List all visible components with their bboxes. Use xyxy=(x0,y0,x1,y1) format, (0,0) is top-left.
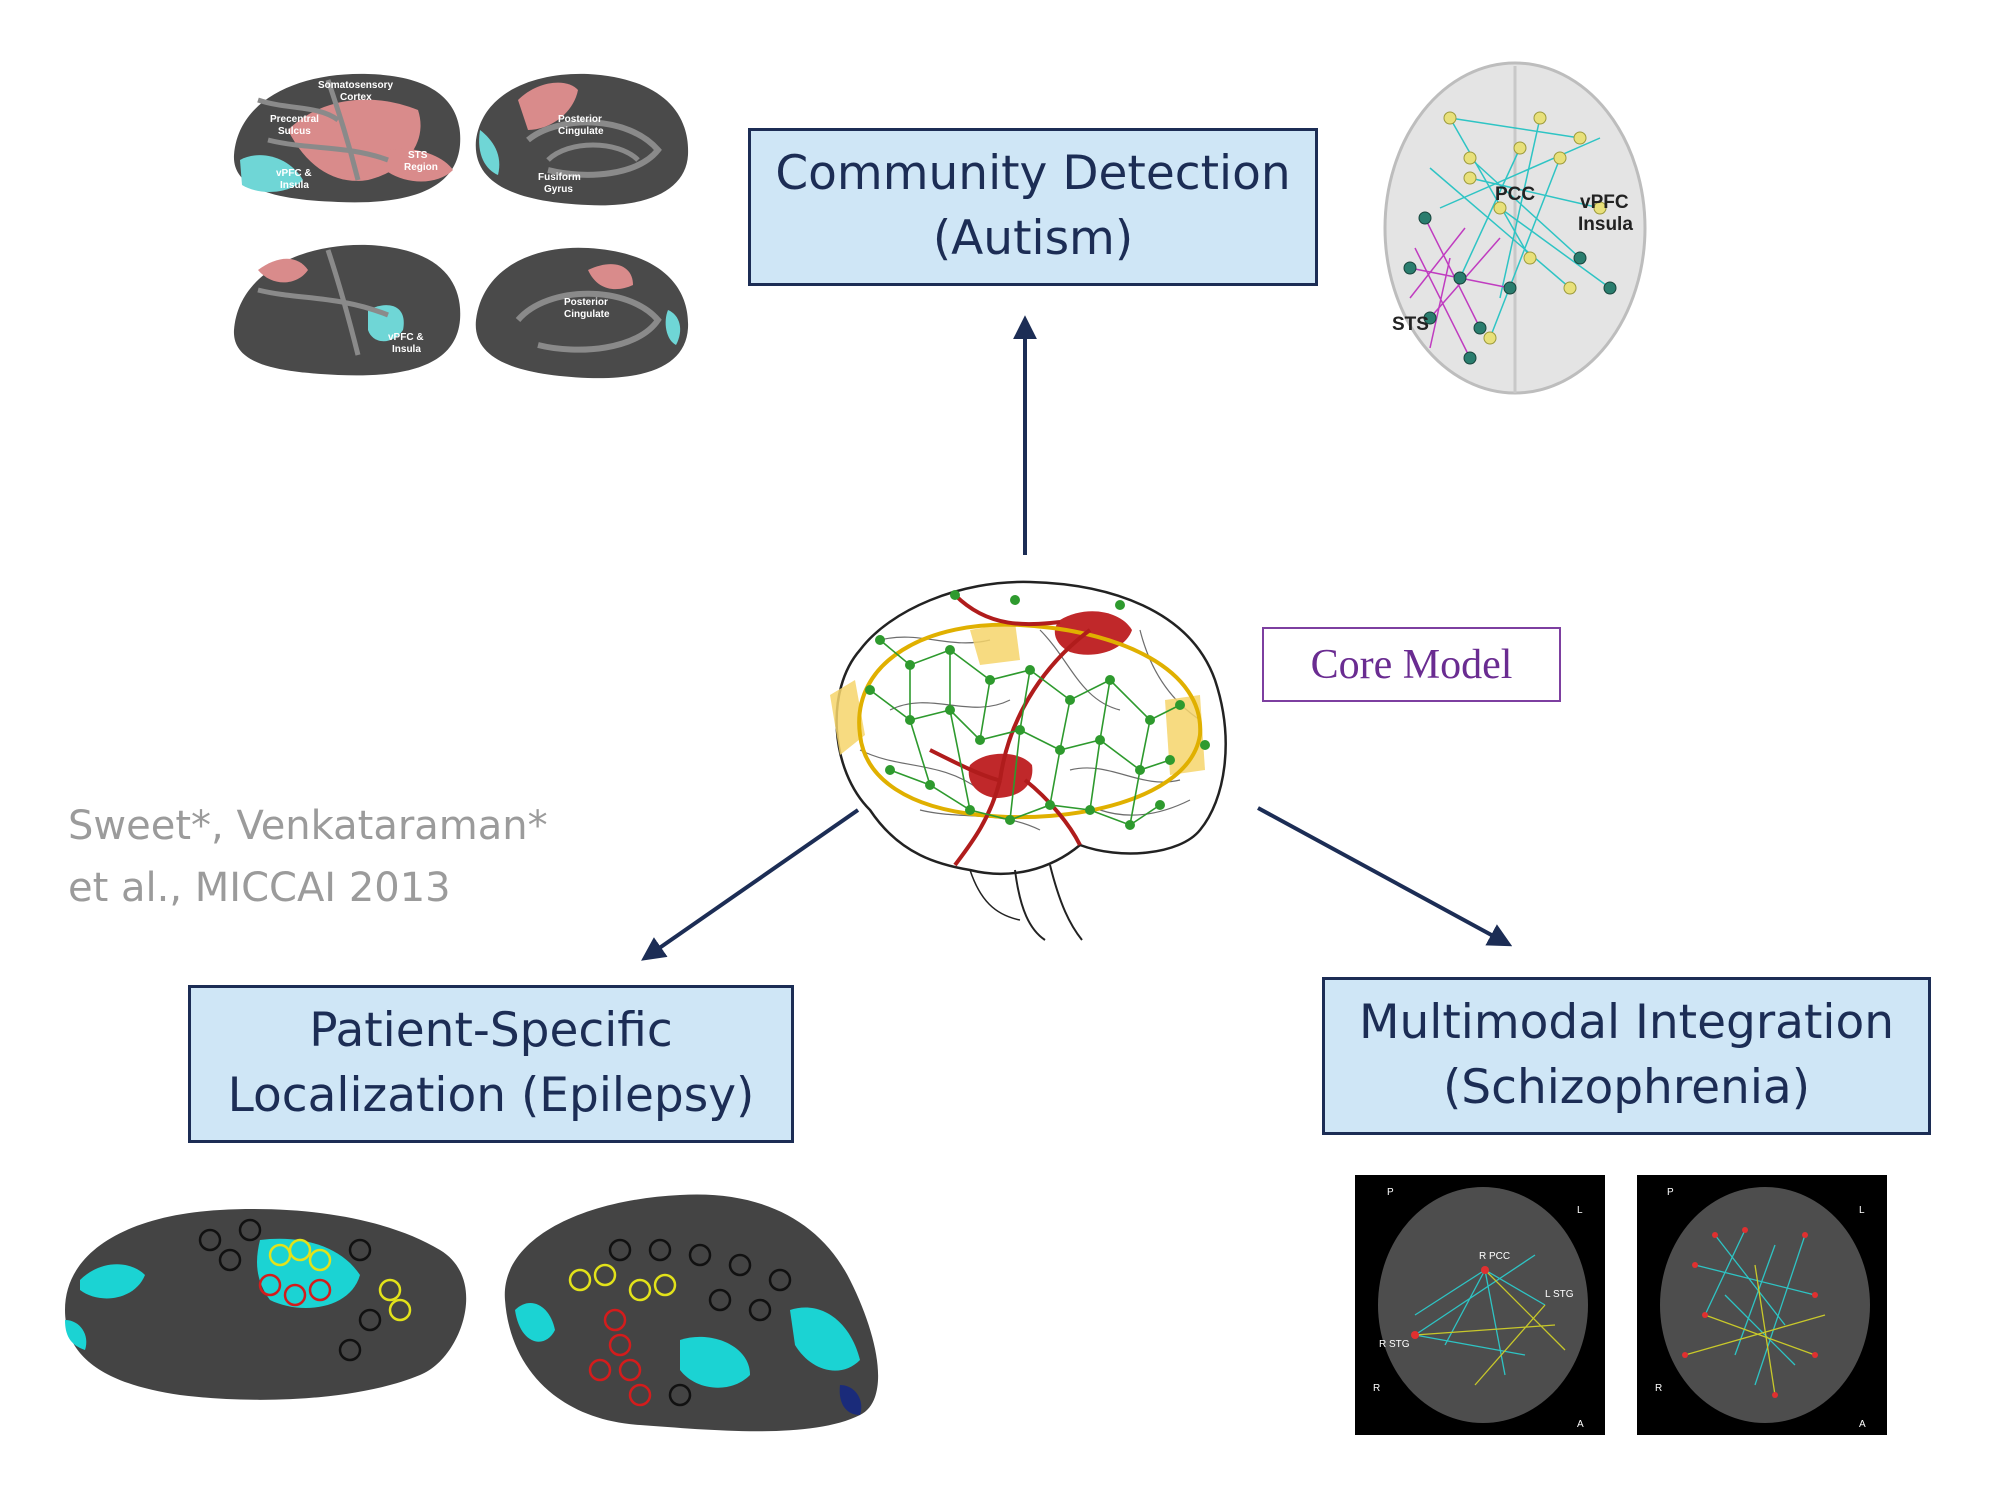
mri-left-p: P xyxy=(1387,1187,1394,1198)
autism-network-brain: PCC vPFC Insula STS xyxy=(1383,61,1647,395)
posterior-label-a: Posterior xyxy=(558,114,602,125)
insula-network-label: Insula xyxy=(1578,214,1633,235)
patient-specific-title: Patient-Specific xyxy=(309,1003,673,1059)
cortex-medial-right: Posterior Cingulate Fusiform Gyrus xyxy=(475,73,689,206)
core-model-label: Core Model xyxy=(1262,627,1561,702)
precentral-label: Precentral xyxy=(270,114,319,125)
red-links xyxy=(929,593,1092,867)
mri-panel-left: P L R A R PCC L STG R STG xyxy=(1355,1175,1605,1435)
mri-left-l: L xyxy=(1577,1205,1583,1216)
schizophrenia-mri: P L R A R PCC L STG R STG P L R A xyxy=(1355,1175,1887,1435)
mri-panel-right: P L R A xyxy=(1637,1175,1887,1435)
mri-left-cyan-edges xyxy=(1414,1254,1546,1376)
yellow-nodes xyxy=(1443,111,1607,345)
mri-left-rstg: R STG xyxy=(1379,1339,1410,1350)
epilepsy-surface-left xyxy=(65,1209,467,1400)
sts-network-label: STS xyxy=(1392,314,1429,335)
cortex-label: Cortex xyxy=(340,92,372,103)
community-detection-title: Community Detection xyxy=(775,146,1291,202)
citation-venue: et al., MICCAI 2013 xyxy=(68,865,451,911)
arrow-to-multimodal xyxy=(1257,806,1513,947)
multimodal-subtitle: (Schizophrenia) xyxy=(1442,1060,1811,1115)
autism-cortex-maps: Somatosensory Cortex Precentral Sulcus S… xyxy=(233,73,689,379)
community-detection-box: Community Detection (Autism) xyxy=(748,128,1318,286)
mri-right-r: R xyxy=(1655,1383,1662,1394)
mri-left-a: A xyxy=(1577,1419,1584,1430)
mri-right-a: A xyxy=(1859,1419,1866,1430)
epilepsy-surfaces xyxy=(65,1194,879,1432)
vpfc-network-label: vPFC xyxy=(1580,192,1629,213)
insula-label-a: Insula xyxy=(280,180,309,191)
mri-left-r: R xyxy=(1373,1383,1380,1394)
mri-right-yellow-edges xyxy=(1684,1264,1826,1396)
epilepsy-surface-right xyxy=(504,1194,879,1432)
green-nodes xyxy=(1403,211,1617,365)
mri-left-lstg: L STG xyxy=(1545,1289,1574,1300)
cingulate-label-a: Cingulate xyxy=(558,126,604,137)
mri-left-yellow-edges xyxy=(1414,1269,1566,1386)
citation-authors: Sweet*, Venkataraman* xyxy=(68,803,548,849)
mri-right-l: L xyxy=(1859,1205,1865,1216)
patient-specific-subtitle: Localization (Epilepsy) xyxy=(227,1068,755,1123)
patient-specific-box: Patient-Specific Localization (Epilepsy) xyxy=(188,985,794,1143)
electrode-rings-right xyxy=(568,1238,792,1407)
arrow-to-patient xyxy=(641,808,860,961)
posterior-label-b: Posterior xyxy=(564,297,608,308)
core-model-brain xyxy=(830,580,1227,941)
region-label: Region xyxy=(404,162,438,173)
community-detection-subtitle: (Autism) xyxy=(932,211,1134,266)
mri-right-p: P xyxy=(1667,1187,1674,1198)
fusiform-label: Fusiform xyxy=(538,172,581,183)
cingulate-label-b: Cingulate xyxy=(564,309,610,320)
vpfc-label-b: vPFC & xyxy=(388,332,424,343)
yellow-loop xyxy=(857,622,1203,820)
somatosensory-label: Somatosensory xyxy=(318,80,393,91)
cortex-lateral-left-2: vPFC & Insula xyxy=(233,244,461,376)
electrode-rings-left xyxy=(198,1218,412,1362)
cyan-edges xyxy=(1429,117,1611,339)
gyrus-label: Gyrus xyxy=(544,184,573,195)
cortex-medial-right-2: Posterior Cingulate xyxy=(475,247,689,379)
insula-label-b: Insula xyxy=(392,344,421,355)
green-nodes-core xyxy=(865,590,1210,830)
pcc-label: PCC xyxy=(1495,184,1535,205)
vpfc-label-a: vPFC & xyxy=(276,168,312,179)
sts-region-label: STS xyxy=(408,150,428,161)
multimodal-title: Multimodal Integration xyxy=(1358,995,1895,1051)
sulcus-label: Sulcus xyxy=(278,126,311,137)
multimodal-box: Multimodal Integration (Schizophrenia) xyxy=(1322,977,1931,1135)
mri-left-rpcc: R PCC xyxy=(1479,1251,1510,1262)
mri-right-nodes xyxy=(1682,1227,1818,1398)
cortex-lateral-left: Somatosensory Cortex Precentral Sulcus S… xyxy=(233,73,461,203)
citation: Sweet*, Venkataraman* et al., MICCAI 201… xyxy=(68,795,548,919)
mri-right-cyan-edges xyxy=(1694,1229,1816,1386)
